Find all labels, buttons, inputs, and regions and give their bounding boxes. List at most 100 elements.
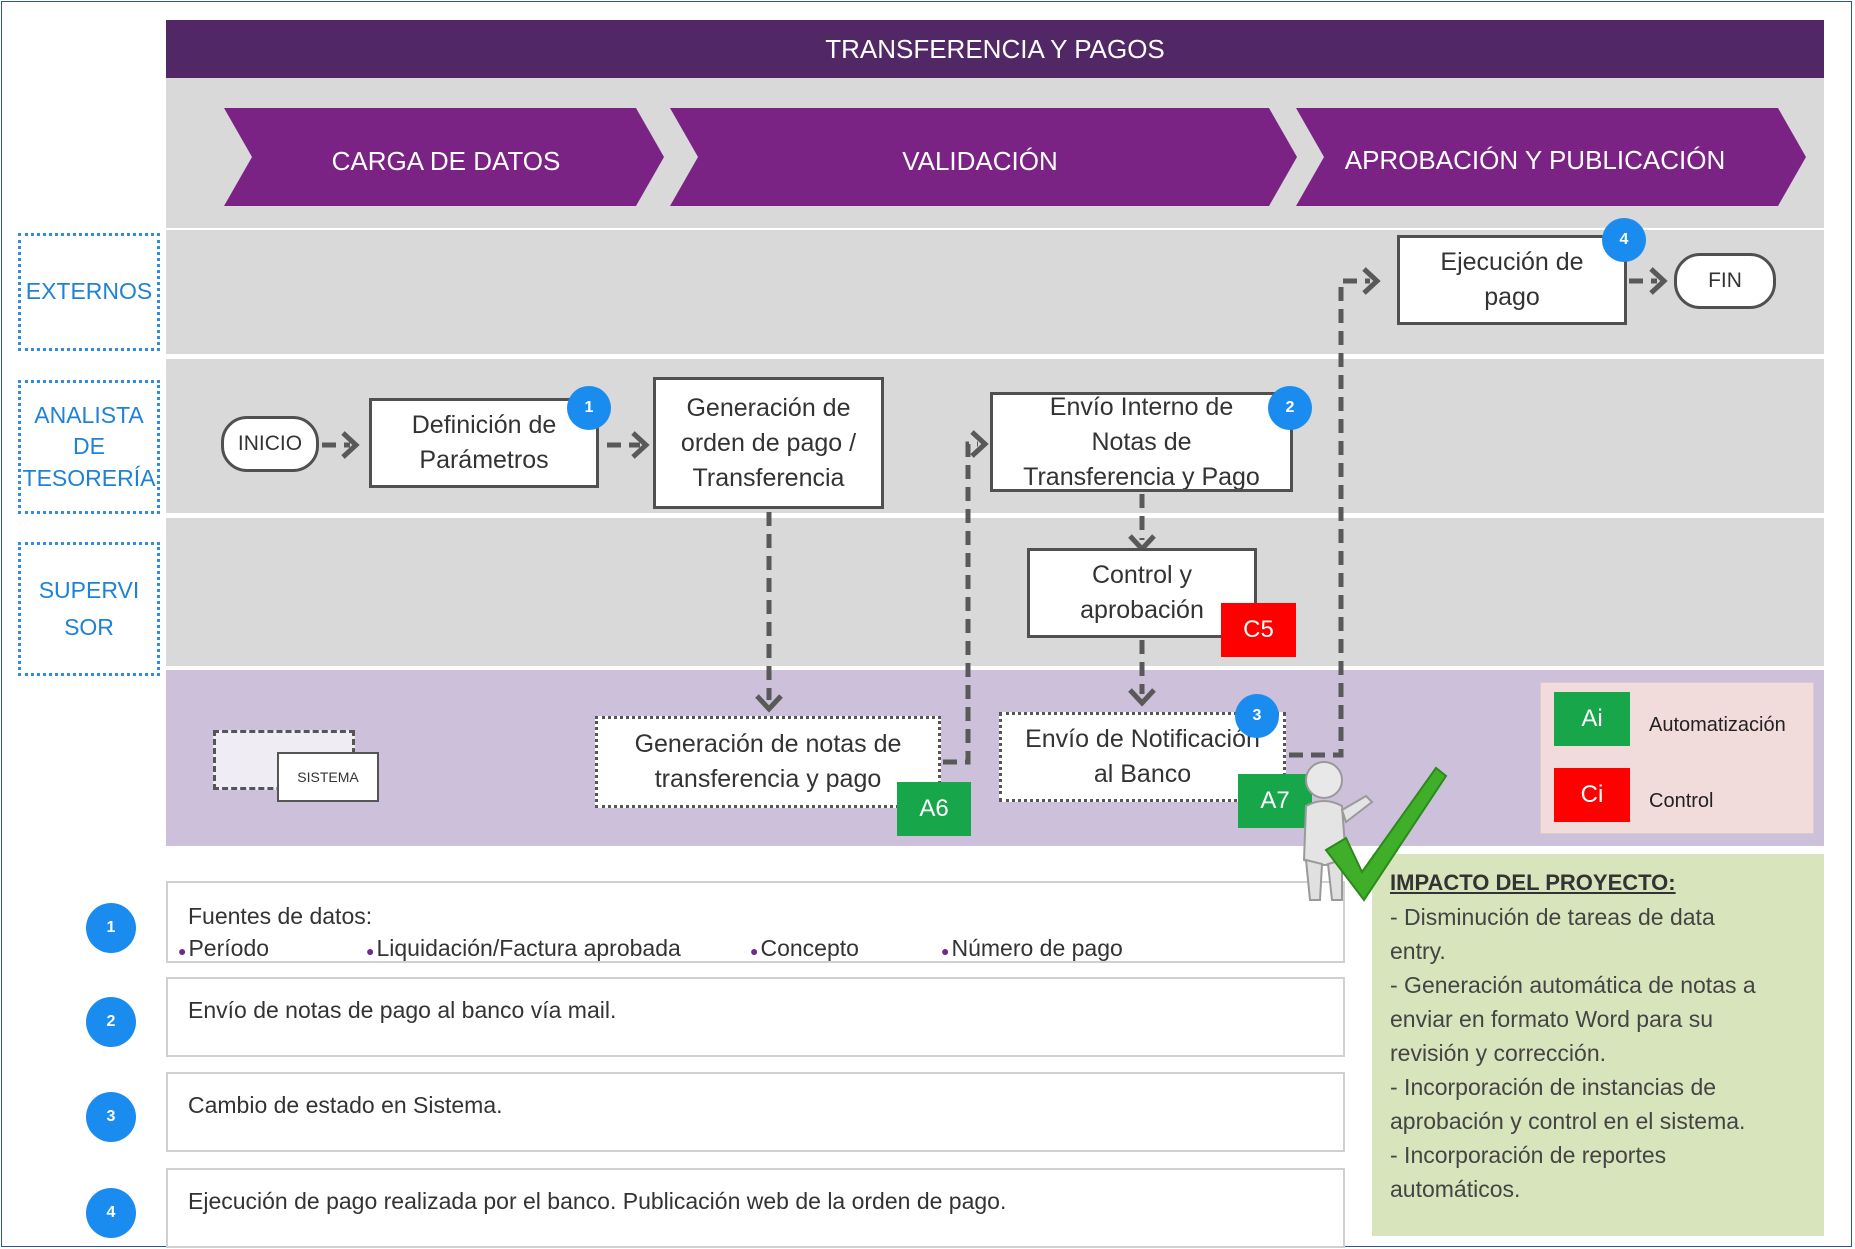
node-definicion-parametros: Definición de Parámetros <box>369 398 599 488</box>
tag-a6: A6 <box>897 782 971 836</box>
arrowhead-3 <box>755 694 783 713</box>
note-1-item-numero: ●Número de pago <box>941 935 1123 961</box>
node-envio-interno: Envío Interno de Notas de Transferencia … <box>990 392 1293 492</box>
impact-line-2: entry. <box>1390 938 1446 964</box>
tag-c5-label: C5 <box>1243 616 1274 643</box>
impact-line-1: - Disminución de tareas de data <box>1390 904 1715 930</box>
node-generacion-orden: Generación de orden de pago / Transferen… <box>653 377 884 509</box>
impact-line-3: - Generación automática de notas a <box>1390 972 1756 998</box>
node-control-aprobacion: Control y aprobación <box>1027 548 1257 638</box>
node-envio-notificacion-line1: Envío de Notificación <box>1025 725 1260 753</box>
header-bar: TRANSFERENCIA Y PAGOS <box>166 20 1824 78</box>
node-definicion-line1: Definición de <box>411 411 557 439</box>
legend-auto-tag: Ai <box>1581 705 1603 732</box>
lane-supervisor <box>166 518 1824 666</box>
note-1-item-liquidacion: ●Liquidación/Factura aprobada <box>366 935 681 961</box>
node-control-line2: aprobación <box>1080 596 1204 624</box>
phase-chevron-carga <box>224 108 664 206</box>
impact-title: IMPACTO DEL PROYECTO: <box>1390 870 1676 895</box>
node-envio-notificacion-line2: al Banco <box>1093 760 1192 788</box>
phase-validacion-label: VALIDACIÓN <box>902 146 1058 176</box>
node-generacion-orden-line3: Transferencia <box>692 463 845 492</box>
lane-label-externos: EXTERNOS <box>18 233 160 351</box>
arrowhead-1 <box>341 431 360 459</box>
header-title: TRANSFERENCIA Y PAGOS <box>825 33 1165 64</box>
start-node: INICIO <box>221 416 319 472</box>
node-ejecucion-line1: Ejecución de <box>1440 248 1584 276</box>
tag-a6-label: A6 <box>919 795 949 822</box>
node-generacion-notas: Generación de notas de transferencia y p… <box>595 716 941 808</box>
lane-label-analista: ANALISTA DE TESORERÍA <box>18 380 160 514</box>
phase-chevron-validacion <box>670 108 1297 206</box>
lane-label-analista-line1: ANALISTA <box>34 402 144 429</box>
check-icon <box>1324 766 1448 902</box>
badge-3-diagram: 3 <box>1235 694 1279 738</box>
badge-2-diagram: 2 <box>1268 386 1312 430</box>
lane-label-supervisor: SUPERVI SOR <box>18 542 160 676</box>
sistema-box: SISTEMA <box>277 752 379 802</box>
legend-control-swatch: Ci <box>1554 768 1630 822</box>
arrowhead-6 <box>1128 688 1156 707</box>
badge-1-diagram: 1 <box>567 386 611 430</box>
note-1-title: Fuentes de datos: <box>188 903 373 929</box>
arrowhead-7 <box>1362 267 1381 295</box>
tag-c5: C5 <box>1221 603 1296 657</box>
note-1-item-concepto: ●Concepto <box>750 935 859 961</box>
legend-control-tag: Ci <box>1580 781 1604 808</box>
arrowhead-2 <box>631 431 650 459</box>
impact-line-6: - Incorporación de instancias de <box>1390 1074 1717 1100</box>
note-1-item-periodo-text: Período <box>188 935 270 961</box>
impact-line-9: automáticos. <box>1390 1176 1521 1202</box>
arrowhead-8 <box>1649 267 1668 295</box>
note-1: Fuentes de datos: ●Período ●Liquidación/… <box>166 881 1345 963</box>
node-generacion-orden-line1: Generación de <box>686 393 851 422</box>
note-1-item-numero-text: Número de pago <box>951 935 1123 961</box>
note-2-text: Envío de notas de pago al banco vía mail… <box>188 997 617 1023</box>
badge-2-note: 2 <box>86 997 136 1047</box>
arrow-notificacion-ejecucion <box>1289 278 1370 758</box>
badge-4-note: 4 <box>86 1188 136 1238</box>
lane-label-supervisor-line2: SOR <box>64 614 114 640</box>
impact-line-7: aprobación y control en el sistema. <box>1390 1108 1746 1134</box>
arrow-notas-envio <box>943 441 978 765</box>
start-node-label: INICIO <box>237 432 303 455</box>
legend-control-label: Control <box>1649 790 1714 812</box>
node-ejecucion-pago: Ejecución de pago <box>1397 235 1627 325</box>
lane-label-supervisor-line1: SUPERVI <box>38 577 140 604</box>
phase-chevrons <box>224 108 1806 206</box>
note-4-text: Ejecución de pago realizada por el banco… <box>188 1188 1007 1214</box>
sistema-label: SISTEMA <box>297 769 359 785</box>
end-node: FIN <box>1674 253 1776 309</box>
note-4: Ejecución de pago realizada por el banco… <box>166 1168 1345 1248</box>
note-1-item-concepto-text: Concepto <box>760 935 859 961</box>
badge-3-note: 3 <box>86 1092 136 1142</box>
impact-line-4: enviar en formato Word para su <box>1390 1006 1714 1032</box>
note-3-text: Cambio de estado en Sistema. <box>188 1092 503 1118</box>
badge-1-note: 1 <box>86 903 136 953</box>
node-generacion-orden-line2: orden de pago / <box>680 428 857 457</box>
figure-checkmark-illustration <box>1302 761 1448 902</box>
impact-line-8: - Incorporación de reportes <box>1390 1142 1667 1168</box>
lane-label-analista-line3: TESORERÍA <box>22 464 156 491</box>
note-2: Envío de notas de pago al banco vía mail… <box>166 977 1345 1057</box>
end-node-label: FIN <box>1708 269 1742 292</box>
legend-auto-swatch: Ai <box>1554 692 1630 746</box>
node-generacion-notas-line2: transferencia y pago <box>654 765 882 793</box>
node-ejecucion-line2: pago <box>1484 283 1540 311</box>
node-definicion-line2: Parámetros <box>419 446 549 474</box>
legend-auto-label: Automatización <box>1649 714 1786 736</box>
node-generacion-notas-line1: Generación de notas de <box>634 730 902 758</box>
phase-chevron-aprobacion <box>1296 108 1806 206</box>
node-envio-interno-line1: Envío Interno de <box>1049 392 1234 421</box>
badge-4-diagram: 4 <box>1602 218 1646 262</box>
phase-aprobacion-label: APROBACIÓN Y PUBLICACIÓN <box>1344 145 1726 175</box>
node-envio-interno-line2: Notas de <box>1091 427 1192 456</box>
lane-label-analista-line2: DE <box>73 433 105 460</box>
note-3: Cambio de estado en Sistema. <box>166 1072 1345 1152</box>
arrowhead-4 <box>970 430 989 458</box>
impact-line-5: revisión y corrección. <box>1390 1040 1607 1066</box>
impact-panel: IMPACTO DEL PROYECTO: - Disminución de t… <box>1372 854 1824 1236</box>
node-control-line1: Control y <box>1091 561 1193 589</box>
phase-carga-label: CARGA DE DATOS <box>331 146 561 176</box>
tag-a7-label: A7 <box>1260 787 1290 814</box>
